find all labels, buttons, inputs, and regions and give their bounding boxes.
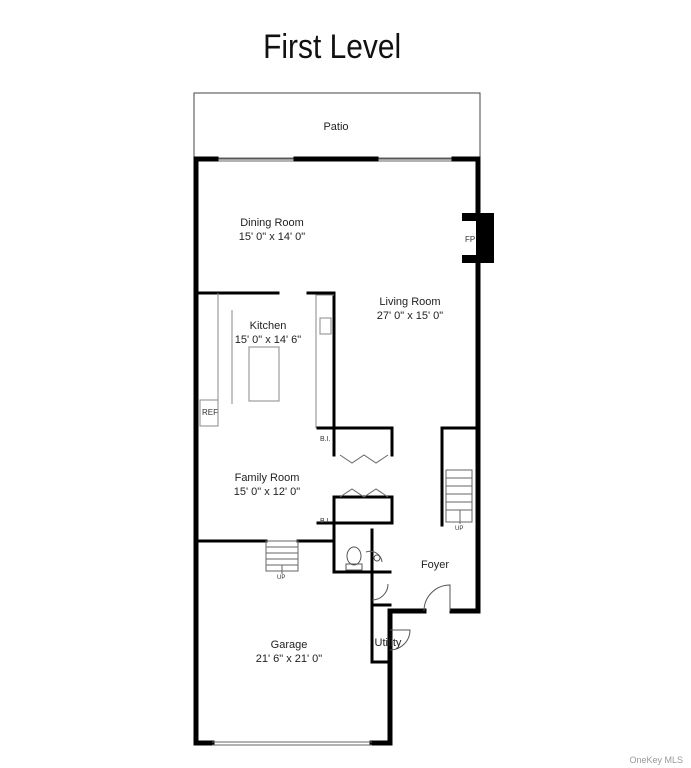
plan-title: First Level bbox=[263, 28, 402, 66]
garage-dims: 21' 6" x 21' 0" bbox=[255, 653, 323, 665]
dining-room-dims: 15' 0" x 14' 0" bbox=[238, 231, 306, 243]
exterior-walls bbox=[193, 156, 481, 746]
door-swings bbox=[371, 583, 451, 651]
closet-doors bbox=[339, 454, 389, 498]
interior-walls bbox=[196, 291, 476, 664]
garage-door bbox=[212, 741, 372, 746]
kitchen-sink bbox=[319, 317, 332, 335]
kitchen-label: Kitchen 15' 0" x 14' 6" bbox=[218, 319, 318, 347]
patio-label: Patio bbox=[306, 120, 366, 134]
stairs-family bbox=[265, 540, 299, 574]
utility-label: Utility bbox=[368, 636, 408, 650]
stairs-foyer bbox=[445, 469, 473, 524]
living-room-label: Living Room 27' 0" x 15' 0" bbox=[360, 295, 460, 323]
builtin-label-2: B.I. bbox=[320, 518, 331, 525]
family-room-dims: 15' 0" x 12' 0" bbox=[233, 486, 301, 498]
fireplace-label: FP bbox=[465, 235, 475, 244]
utility-name: Utility bbox=[374, 637, 402, 649]
dining-room-name: Dining Room bbox=[240, 217, 304, 229]
sliding-doors bbox=[218, 157, 452, 162]
living-room-dims: 27' 0" x 15' 0" bbox=[376, 310, 444, 322]
family-room-name: Family Room bbox=[234, 472, 300, 484]
garage-label: Garage 21' 6" x 21' 0" bbox=[239, 638, 339, 666]
stair-up-label-1: UP bbox=[277, 575, 285, 581]
kitchen-name: Kitchen bbox=[249, 320, 287, 332]
foyer-name: Foyer bbox=[420, 559, 450, 571]
kitchen-island bbox=[248, 346, 280, 402]
builtin-label-1: B.I. bbox=[320, 436, 331, 443]
foyer-label: Foyer bbox=[410, 558, 460, 572]
refrigerator-box bbox=[199, 399, 219, 427]
garage-name: Garage bbox=[270, 639, 308, 651]
brand-watermark: OneKey MLS bbox=[629, 755, 683, 765]
powder-room bbox=[345, 546, 383, 571]
fireplace bbox=[462, 213, 494, 263]
family-room-label: Family Room 15' 0" x 12' 0" bbox=[217, 471, 317, 499]
kitchen-dims: 15' 0" x 14' 6" bbox=[234, 334, 302, 346]
dining-room-label: Dining Room 15' 0" x 14' 0" bbox=[222, 216, 322, 244]
refrigerator-label: REF bbox=[202, 408, 218, 417]
patio-name: Patio bbox=[323, 121, 349, 133]
stair-up-label-2: UP bbox=[455, 526, 463, 532]
living-room-name: Living Room bbox=[379, 296, 441, 308]
